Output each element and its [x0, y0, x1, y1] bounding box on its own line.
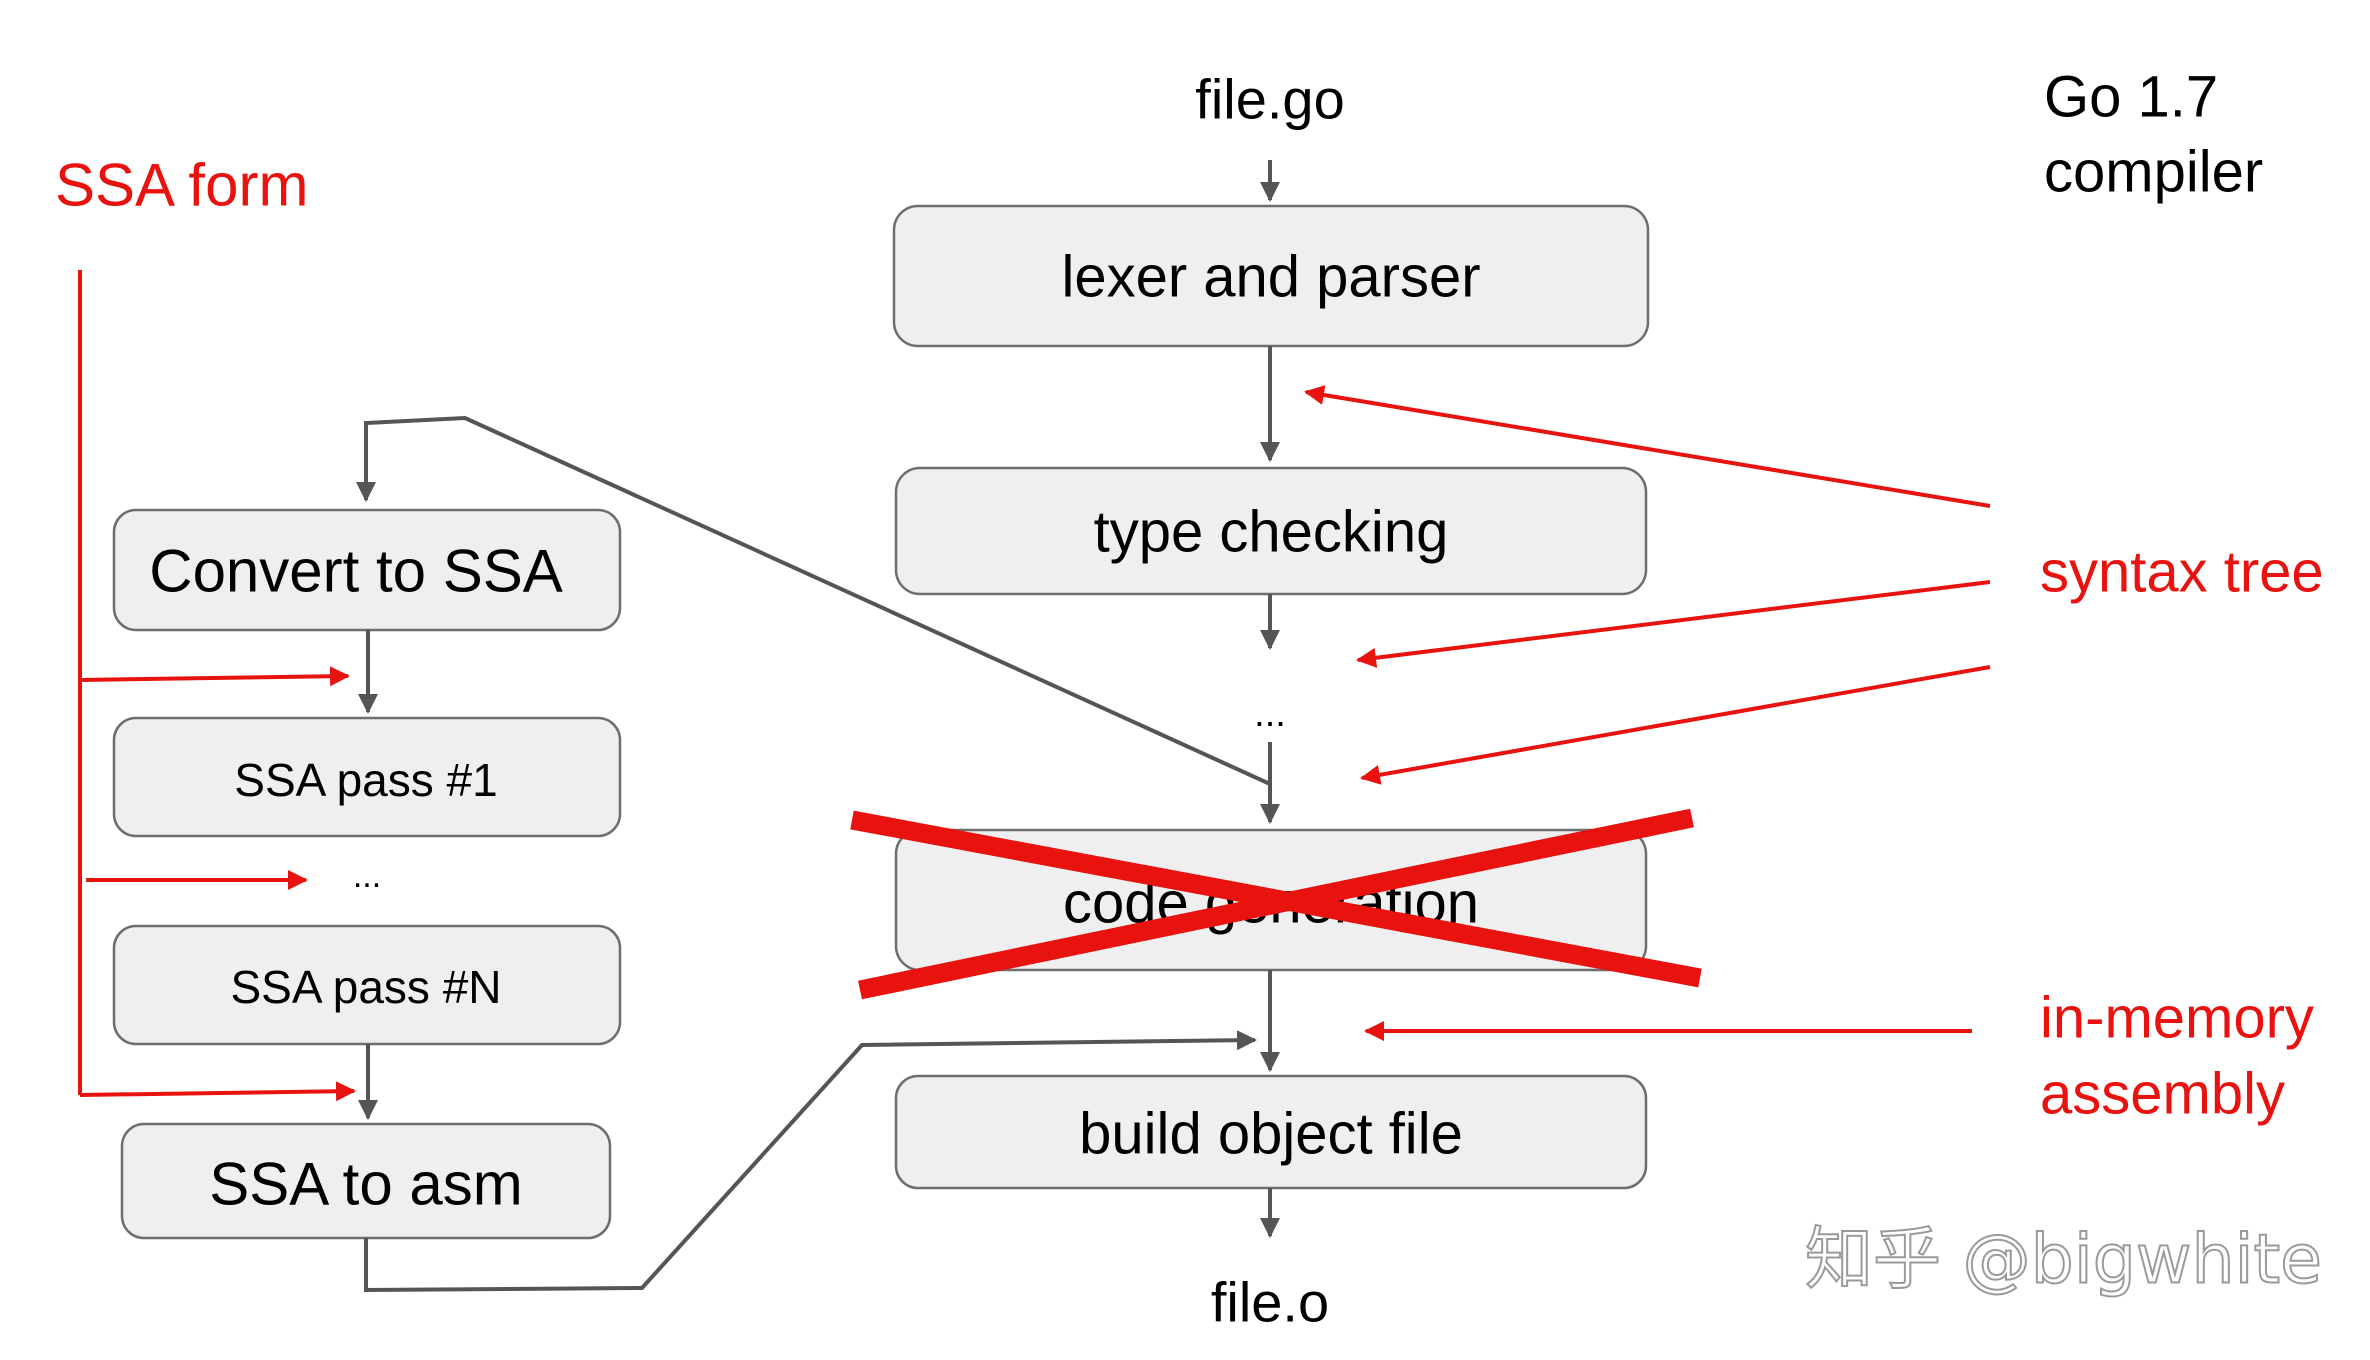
connector-frontend-to-ssa — [356, 415, 1271, 786]
input-file-label: file.go — [1195, 68, 1344, 131]
type-checking-label: type checking — [1094, 500, 1449, 565]
left-ellipsis: ... — [353, 857, 381, 895]
version-label-line1: Go 1.7 — [2044, 65, 2218, 130]
type-checking-box: type checking — [894, 466, 1648, 596]
ssa-pass-1-box: SSA pass #1 — [112, 716, 622, 838]
syntax-tree-label: syntax tree — [2040, 540, 2324, 605]
cross-stroke-up — [858, 808, 1694, 1000]
lexer-parser-box: lexer and parser — [892, 204, 1650, 348]
ssa-pass-n-box: SSA pass #N — [112, 924, 622, 1046]
ssa-form-bracket — [78, 270, 356, 1102]
build-object-file-label: build object file — [1079, 1102, 1463, 1167]
ssa-form-arrow-3 — [79, 1081, 356, 1102]
ssa-form-label: SSA form — [55, 152, 308, 219]
version-label-line2: compiler — [2044, 140, 2263, 205]
build-object-file-box: build object file — [894, 1074, 1648, 1190]
in-memory-label-line1: in-memory — [2040, 986, 2314, 1051]
in-memory-label-line2: assembly — [2040, 1062, 2285, 1127]
syntax-tree-arrow-2 — [1356, 580, 1991, 668]
ssa-pass-1-label: SSA pass #1 — [234, 754, 497, 806]
syntax-tree-arrow-1 — [1304, 385, 1991, 508]
center-ellipsis: ... — [1254, 693, 1286, 735]
convert-to-ssa-label: Convert to SSA — [149, 538, 563, 605]
watermark-text: 知乎 @bigwhite — [1805, 1221, 2322, 1300]
connector-asm-to-build — [364, 1030, 1257, 1293]
convert-to-ssa-box: Convert to SSA — [112, 508, 622, 632]
syntax-tree-arrow-3 — [1360, 665, 1991, 785]
ssa-to-asm-label: SSA to asm — [209, 1151, 522, 1218]
output-file-label: file.o — [1211, 1271, 1329, 1334]
ssa-pass-n-label: SSA pass #N — [230, 961, 501, 1013]
ssa-to-asm-box: SSA to asm — [120, 1122, 612, 1240]
crossed-out-mark — [850, 808, 1702, 1000]
lexer-parser-label: lexer and parser — [1061, 245, 1480, 310]
ssa-form-arrow-1 — [79, 666, 350, 687]
